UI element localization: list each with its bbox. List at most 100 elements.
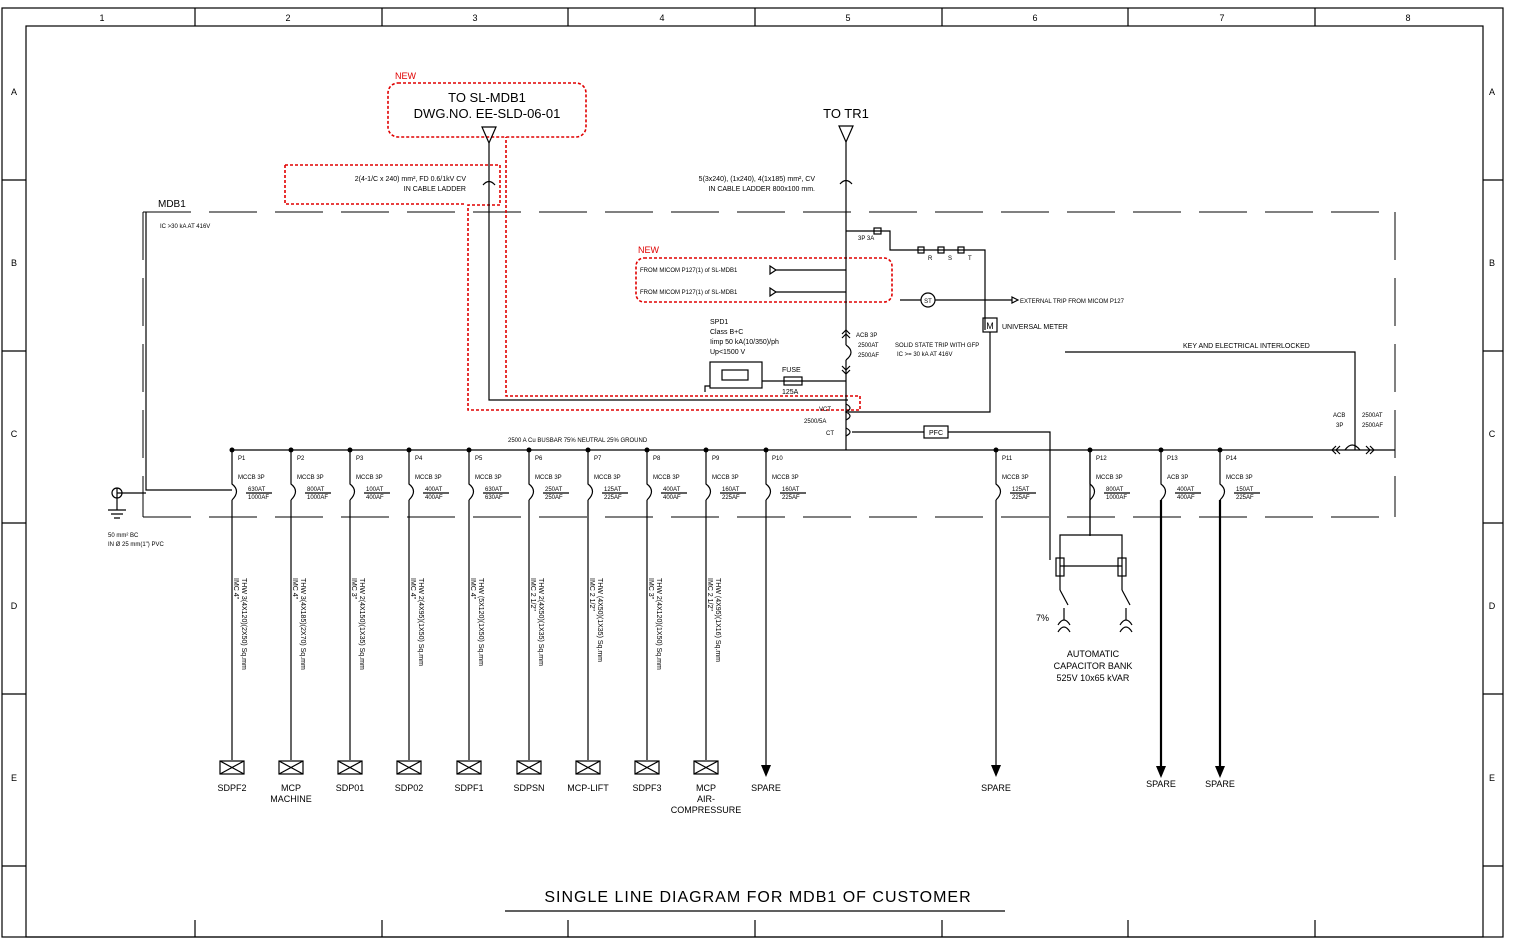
feeder-id: P13 <box>1167 456 1178 462</box>
grid-col-5: 5 <box>845 13 850 23</box>
feeder-af: 225AF <box>722 495 740 501</box>
feeder-breaker-type: MCCB 3P <box>356 475 383 481</box>
feeder-cable: THW (4X95)(1X16) Sq.mm <box>714 578 721 662</box>
breaker-icon <box>231 450 238 501</box>
universal-meter: UNIVERSAL METER <box>1002 324 1068 331</box>
feeder-breaker-type: ACB 3P <box>1167 475 1188 481</box>
feeder-breaker-type: MCCB 3P <box>535 475 562 481</box>
breaker-icon <box>765 450 772 501</box>
feeder-id: P6 <box>535 456 543 462</box>
breaker-icon <box>408 450 415 501</box>
feeder-id: P8 <box>653 456 661 462</box>
feeder-at: 630AT <box>248 487 266 493</box>
feeder-id: P1 <box>238 456 246 462</box>
diagram-title: SINGLE LINE DIAGRAM FOR MDB1 OF CUSTOMER <box>544 889 971 906</box>
feeder-breaker-type: MCCB 3P <box>772 475 799 481</box>
solid-state-trip: SOLID STATE TRIP WITH GFP <box>895 343 979 349</box>
feeder-conduit: IMC 3" <box>350 578 357 600</box>
vct-ratio: 2500/5A <box>804 419 826 425</box>
acb-main-type: ACB 3P <box>856 333 877 339</box>
acb-tie-at: 2500AT <box>1362 413 1383 419</box>
load-panel-icon <box>396 760 422 775</box>
feeder-load: SDP01 <box>336 783 365 793</box>
feeder-breaker-type: MCCB 3P <box>297 475 324 481</box>
feeder-load: SDPSN <box>513 783 544 793</box>
spd-up: Up<1500 V <box>710 349 746 356</box>
capacitor-label-2: CAPACITOR BANK <box>1054 661 1133 671</box>
spare-arrow-icon <box>1215 766 1225 778</box>
grid-col-3: 3 <box>472 13 477 23</box>
new-note-1: NEW <box>395 71 417 81</box>
phase-s: S <box>948 256 952 262</box>
feeder-cable: THW 2(4X95)(1X50) Sq.mm <box>417 578 424 666</box>
ground-conductor: 50 mm² BC <box>108 533 139 539</box>
feeder-id: P7 <box>594 456 602 462</box>
feeder-breaker-type: MCCB 3P <box>712 475 739 481</box>
pfc-label: PFC <box>929 430 943 437</box>
capacitor-label-3: 525V 10x65 kVAR <box>1057 673 1130 683</box>
breaker-icon <box>349 450 356 501</box>
feeder-at: 125AT <box>604 487 622 493</box>
inner-frame <box>25 25 1484 938</box>
incoming-new-cable-1: 2(4-1/C x 240) mm², FD 0.6/1kV CV <box>355 176 467 183</box>
feeder-conduit: IMC 2 1/2" <box>529 578 536 611</box>
feeder-id: P11 <box>1002 456 1013 462</box>
acb-tie-type: ACB <box>1333 413 1345 419</box>
feeder-conduit: IMC 3" <box>647 578 654 600</box>
load-panel-icon <box>575 760 601 775</box>
panel-name: MDB1 <box>158 199 186 210</box>
grid-row-D: D <box>11 601 18 611</box>
busbar-label: 2500 A Cu BUSBAR 75% NEUTRAL 25% GROUND <box>508 438 648 444</box>
micom-2: FROM MICOM P127(1) of SL-MDB1 <box>640 290 738 296</box>
feeder-breaker-type: MCCB 3P <box>415 475 442 481</box>
feeder-at: 100AT <box>366 487 384 493</box>
feeder-at: 400AT <box>1177 487 1195 493</box>
breaker-icon <box>995 450 1002 501</box>
grid-col-7: 7 <box>1219 13 1224 23</box>
grid-row-C: C <box>11 429 18 439</box>
spare-arrow-icon <box>761 765 771 777</box>
feeder-load: MCP-LIFT <box>567 783 609 793</box>
breaker-icon <box>528 450 535 501</box>
capacitor-bank <box>1055 450 1133 633</box>
breaker-icon <box>587 450 594 501</box>
feeder-af: 1000AF <box>248 495 269 501</box>
acb-tie-poles: 3P <box>1336 423 1343 429</box>
grid-row-right-C: C <box>1489 429 1496 439</box>
feeder-af: 630AF <box>485 495 503 501</box>
acb-main-at: 2500AT <box>858 343 879 349</box>
capacitor-reactor-icon-2 <box>1117 557 1127 577</box>
pfc-icon <box>923 425 949 439</box>
feeder-af: 225AF <box>1236 495 1254 501</box>
feeder-load: MCP <box>281 783 301 793</box>
vct-label: VCT <box>819 407 831 413</box>
st-label: ST <box>924 299 932 305</box>
feeder-id: P10 <box>772 456 783 462</box>
feeder-cable: THW 2(4X120)(1X50) Sq.mm <box>655 578 662 670</box>
feeder-af: 225AF <box>782 495 800 501</box>
feeder-load: SPARE <box>981 783 1011 793</box>
feeder-at: 630AT <box>485 487 503 493</box>
feeder-id: P12 <box>1096 456 1107 462</box>
spd-class: Class B+C <box>710 329 743 336</box>
feeder-af: 400AF <box>366 495 384 501</box>
feeder-conduit: IMC 4" <box>469 578 476 600</box>
feeder-conduit: IMC 2 1/2" <box>706 578 713 611</box>
feeder-load: SPARE <box>751 783 781 793</box>
grid-row-right-E: E <box>1489 773 1495 783</box>
spd-label: SPD1 <box>710 319 728 326</box>
feeder-af: 400AF <box>425 495 443 501</box>
breaker-icon <box>1160 450 1167 501</box>
feeder-cable: THW (5X120)(1X50) Sq.mm <box>477 578 484 666</box>
load-panel-icon <box>634 760 660 775</box>
feeder-conduit: IMC 4" <box>291 578 298 600</box>
feeder-cable: THW 2(4X50)(1X35) Sq.mm <box>537 578 544 666</box>
feeder-af: 1000AF <box>307 495 328 501</box>
grid-row-right-B: B <box>1489 258 1495 268</box>
